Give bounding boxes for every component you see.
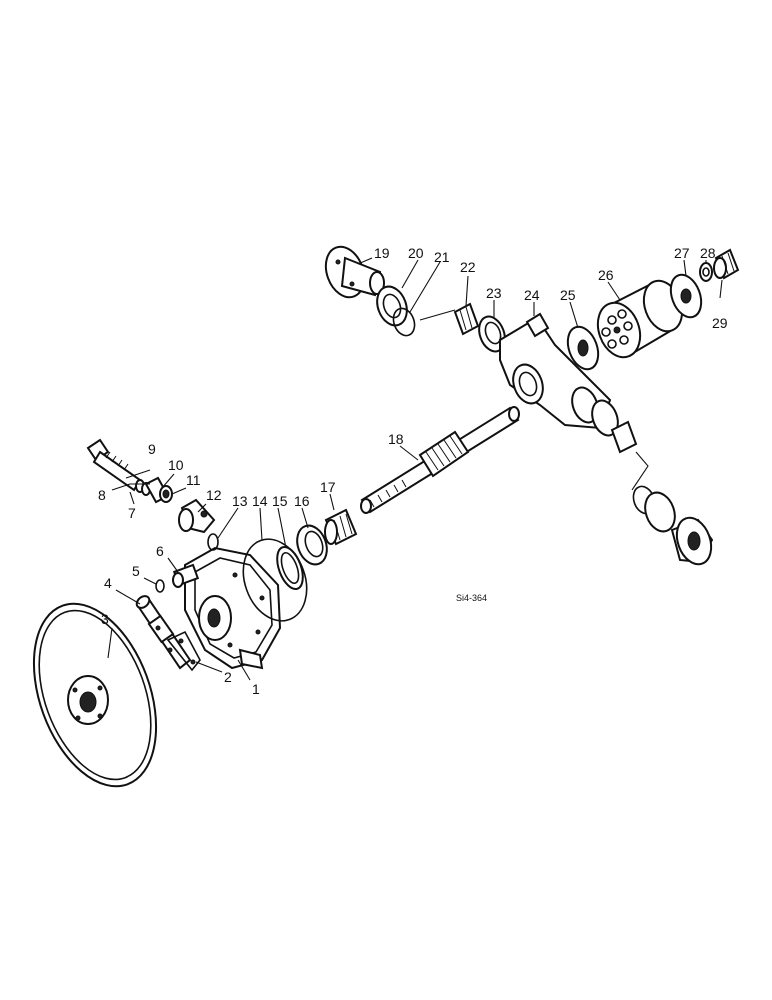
callout-15: 15 [272, 493, 288, 509]
seal-ring-part [276, 545, 304, 591]
callout-1: 1 [252, 681, 260, 697]
callout-labels: 1 2 3 4 5 6 7 8 9 10 11 12 13 14 15 16 1… [98, 245, 728, 697]
valve-body-part [178, 498, 216, 534]
callout-8: 8 [98, 487, 106, 503]
drive-shaft-part [360, 406, 520, 514]
callout-23: 23 [486, 285, 502, 301]
callout-11: 11 [186, 472, 201, 488]
callout-12: 12 [206, 487, 222, 503]
valve-plate-part [566, 325, 600, 371]
leader-lines [107, 257, 723, 681]
gasket-part [166, 630, 201, 672]
callout-27: 27 [674, 245, 690, 261]
large-oring-part [242, 538, 308, 622]
spool-part [144, 476, 173, 504]
callout-5: 5 [132, 563, 140, 579]
callout-20: 20 [408, 245, 424, 261]
callout-9: 9 [148, 441, 156, 457]
shim-20-part [376, 285, 408, 327]
oring-21-part [392, 307, 416, 337]
bearing-29-part [713, 248, 740, 280]
callout-19: 19 [374, 245, 390, 261]
callout-6: 6 [156, 543, 164, 559]
callout-21: 21 [434, 249, 450, 265]
right-shim-part [644, 491, 676, 533]
callout-29: 29 [712, 315, 728, 331]
callout-2: 2 [224, 669, 232, 685]
drive-plate-part [32, 602, 158, 788]
callout-25: 25 [560, 287, 576, 303]
end-flange-19-part [324, 245, 385, 299]
bearing-cone-17-part [324, 508, 358, 546]
callout-26: 26 [598, 267, 614, 283]
callout-16: 16 [294, 493, 310, 509]
callout-13: 13 [232, 493, 248, 509]
callout-7: 7 [128, 505, 136, 521]
callout-18: 18 [388, 431, 404, 447]
fitting-part [172, 563, 200, 588]
washer-28-part [699, 262, 713, 282]
drawing-reference-code: Si4-364 [456, 593, 487, 603]
valve-assembly-part [86, 438, 151, 496]
right-flange-part [670, 516, 714, 566]
pump-housing-part [184, 546, 282, 670]
bearing-cup-23-part [478, 315, 506, 353]
callout-3: 3 [101, 611, 109, 627]
callout-24: 24 [524, 287, 540, 303]
bearing-cone-22-part [453, 302, 480, 336]
callout-4: 4 [104, 575, 112, 591]
oring-13-part [207, 533, 219, 551]
callout-14: 14 [252, 493, 268, 509]
cylinder-barrel-part [596, 279, 684, 359]
callout-17: 17 [320, 479, 336, 495]
callout-22: 22 [460, 259, 476, 275]
swash-yoke-part [499, 312, 612, 430]
thrust-plate-27-part [669, 273, 703, 319]
small-oring-part [155, 579, 165, 593]
right-bearing-part [591, 399, 638, 454]
callout-10: 10 [168, 457, 184, 473]
callout-28: 28 [700, 245, 716, 261]
bearing-cup-16-part [296, 524, 328, 566]
